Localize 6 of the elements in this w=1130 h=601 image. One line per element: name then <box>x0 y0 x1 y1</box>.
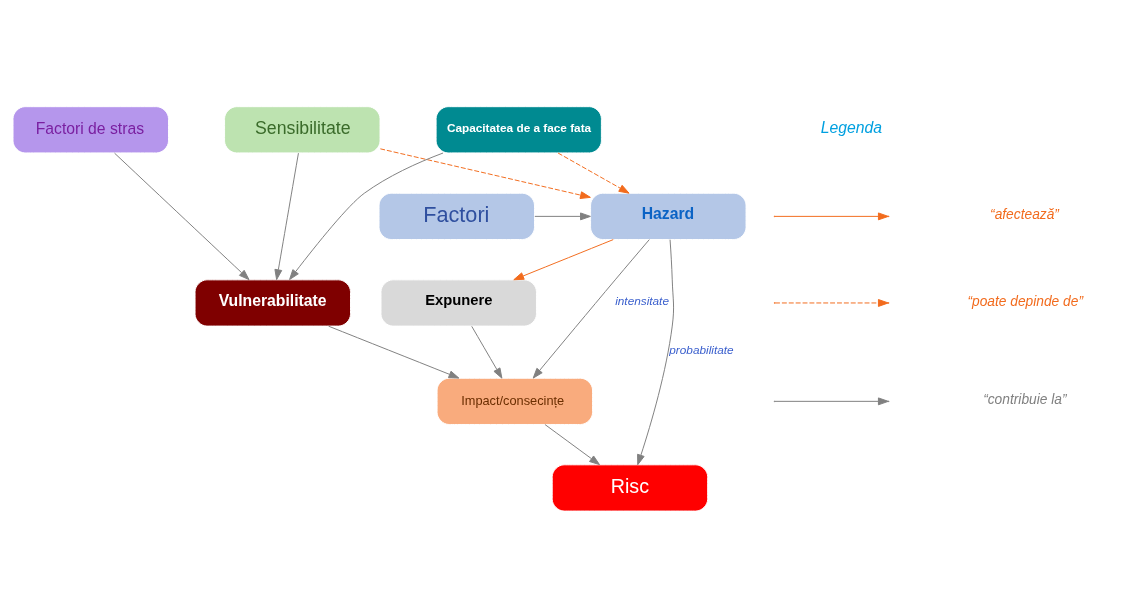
legend-label: “afectează” <box>990 206 1059 222</box>
legend-label: “contribuie la” <box>983 391 1067 407</box>
legend-label: “poate depinde de” <box>967 293 1083 309</box>
label: Legenda <box>820 118 883 136</box>
edge-label: probabilitate <box>669 342 734 357</box>
edge-label: intensitate <box>615 293 669 308</box>
